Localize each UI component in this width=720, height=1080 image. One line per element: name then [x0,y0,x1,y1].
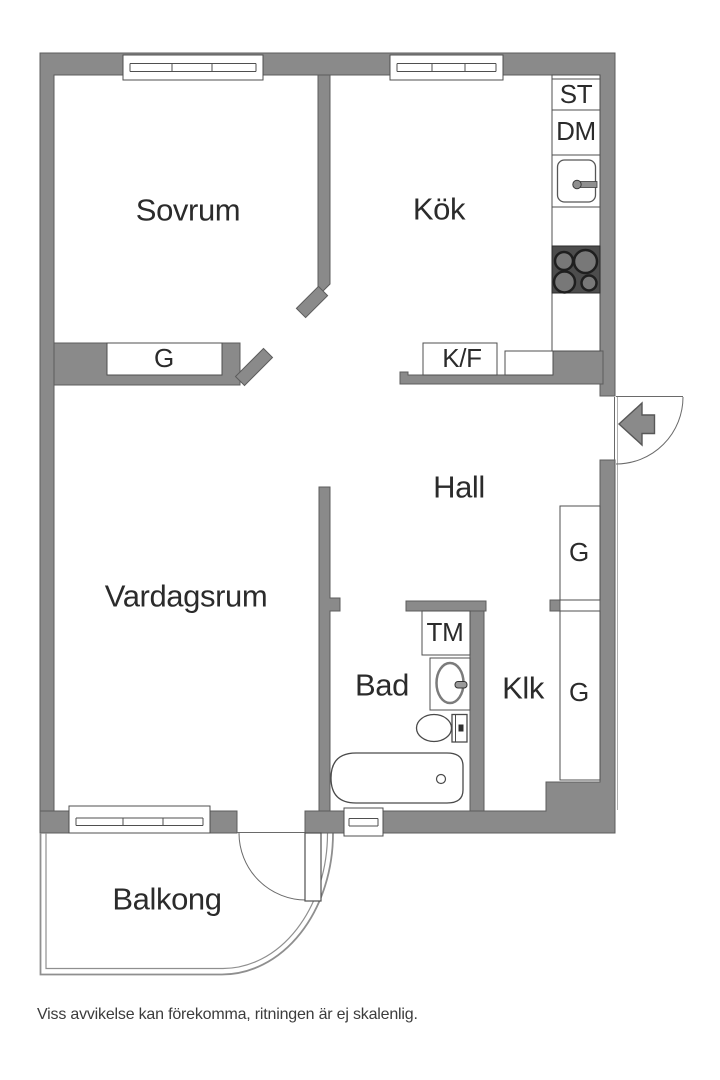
wall-bathroom-klk-divider [469,610,485,812]
fixture-label-wardrobe-klk: G [569,677,589,707]
balcony-railing-inner [45,833,329,970]
window-bedroom [122,54,264,81]
fixture-label-broom-closet: ST [559,79,593,109]
stove-icon [551,245,601,294]
toilet-icon [415,713,468,743]
walls [39,52,616,834]
kitchen-side-box [504,350,554,376]
room-label-living-room: Vardagsrum [104,578,268,614]
wardrobe-bedroom-box [106,342,223,376]
disclaimer-text: Viss avvikelse kan förekomma, ritningen … [37,1006,418,1023]
entry-arrow-icon [617,401,656,447]
washing-machine-box [421,610,471,656]
door-swing-arc-entry [615,396,684,465]
fixture-label-dishwasher: DM [556,116,596,146]
window-kitchen [389,54,504,81]
windows [68,54,504,837]
wall-bedroom-angled-end [234,347,274,387]
fixture-label-wardrobe-hall: G [569,537,589,567]
bedroom-door-leaf [295,285,329,319]
wall-hall-closet-nib [549,599,561,612]
room-label-walk-in-closet: Klk [502,670,544,706]
room-label-bathroom: Bad [355,667,409,703]
room-label-hall: Hall [433,469,485,505]
sink-icon [556,159,598,203]
wardrobe-klk-box [559,610,601,781]
wall-living-hall-divider [318,486,341,812]
wall-bedroom-kitchen-divider [317,74,331,298]
door-swing-arc-balcony [238,832,307,901]
wardrobe-hall-box [559,505,601,601]
window-bathroom [343,807,384,837]
bathtub-icon [330,752,464,804]
fixture-label-wardrobe-bedroom: G [154,343,174,373]
balcony-railing-outer [39,833,334,976]
balcony-structure [39,832,334,976]
dishwasher-box [551,109,601,156]
room-label-bedroom: Sovrum [135,192,241,228]
balcony-door-leaf [304,832,322,902]
wall-exterior-bottom-right [304,459,616,834]
fridge-freezer-box [422,342,498,376]
basin-icon [435,661,468,705]
room-label-balcony: Balkong [112,881,222,917]
fixture-label-washing-machine: TM [426,617,464,647]
fixture-label-fridge-freezer: K/F [442,343,482,373]
entry-door [614,396,684,810]
room-label-kitchen: Kök [412,191,466,227]
window-living-room [68,805,211,834]
